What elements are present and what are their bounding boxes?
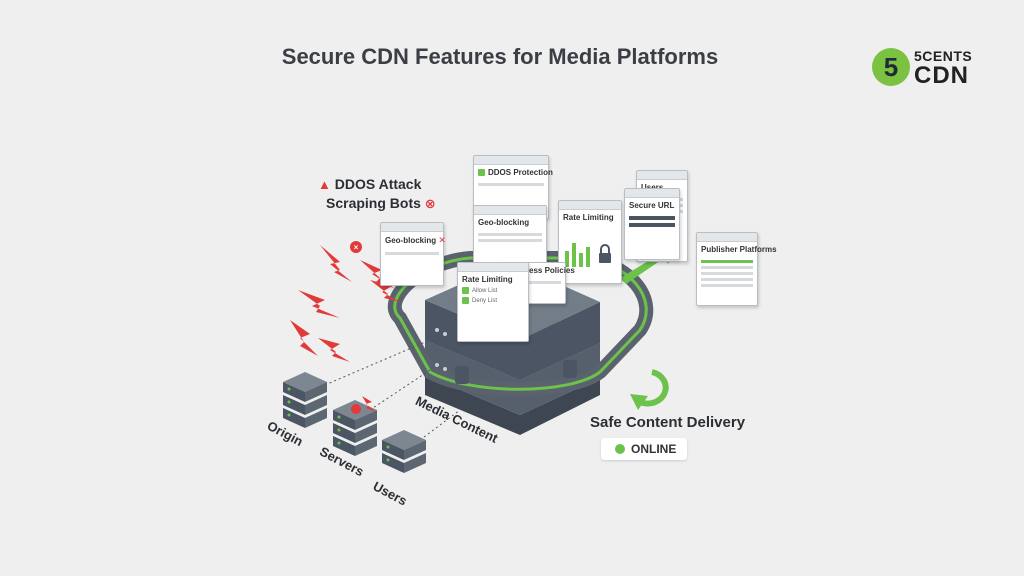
panel-rate-title: Rate Limiting [563, 213, 614, 222]
panel-geo-small-title: Geo-blocking ✕ [385, 235, 446, 245]
panel-rate-limiting-list: Rate Limiting Allow List Deny List [457, 262, 529, 342]
attack-x-icon [350, 241, 362, 253]
page-title: Secure CDN Features for Media Platforms [281, 44, 719, 69]
brand-logo: 5 5CENTS CDN [872, 46, 982, 90]
panel-geo-blocking-large: Geo-blocking [473, 205, 547, 267]
close-icon: ✕ [438, 235, 446, 245]
status-dot-icon [615, 444, 625, 454]
panel-users-title: Users [637, 180, 687, 195]
panel-secure-url-title: Secure URL [629, 201, 675, 210]
refresh-arrow-icon [630, 369, 669, 410]
allow-list-item: Allow List [458, 287, 528, 294]
panel-geo-blocking-small: Geo-blocking ✕ [380, 222, 446, 286]
panel-secure-url: Secure URL [624, 188, 680, 260]
panel-geo-title: Geo-blocking [478, 218, 530, 227]
svg-text:×: × [354, 243, 359, 252]
blocked-x-icon: ⊗ [424, 196, 436, 211]
server-stack-servers [333, 396, 377, 456]
panel-rate-limiting-chart: Rate Limiting [558, 200, 622, 284]
server-stack-users [382, 430, 426, 473]
panel-publisher-title: Publisher Platforms [701, 245, 777, 254]
panel-ip-title: IP Access Policies [505, 266, 575, 275]
ddos-attack-text: DDOS Attack [334, 176, 422, 192]
connection-lines [324, 339, 461, 441]
attack-bolts [290, 245, 400, 362]
bar-chart-icon [565, 243, 611, 267]
status-text: ONLINE [631, 442, 677, 456]
safe-delivery-label: Safe Content Delivery [590, 414, 746, 431]
panel-rate-list-title: Rate Limiting [462, 275, 513, 284]
panel-ddos-title: DDOS Protection [474, 165, 553, 180]
status-badge: ONLINE [601, 438, 687, 460]
scraping-bots-label: Scraping Bots ⊗ [326, 195, 436, 212]
ddos-attack-label: ▲ DDOS Attack [318, 176, 421, 192]
panel-publisher-platforms: Publisher Platforms [696, 232, 777, 306]
logo-badge: 5 [872, 48, 910, 86]
deny-list-item: Deny List [458, 297, 528, 304]
warning-icon: ▲ [318, 177, 331, 192]
server-stack-origin [283, 372, 327, 428]
logo-wordmark-top: 5CENTS [914, 48, 973, 64]
scraping-bots-text: Scraping Bots [326, 195, 421, 211]
logo-wordmark-bottom: CDN [914, 62, 969, 89]
